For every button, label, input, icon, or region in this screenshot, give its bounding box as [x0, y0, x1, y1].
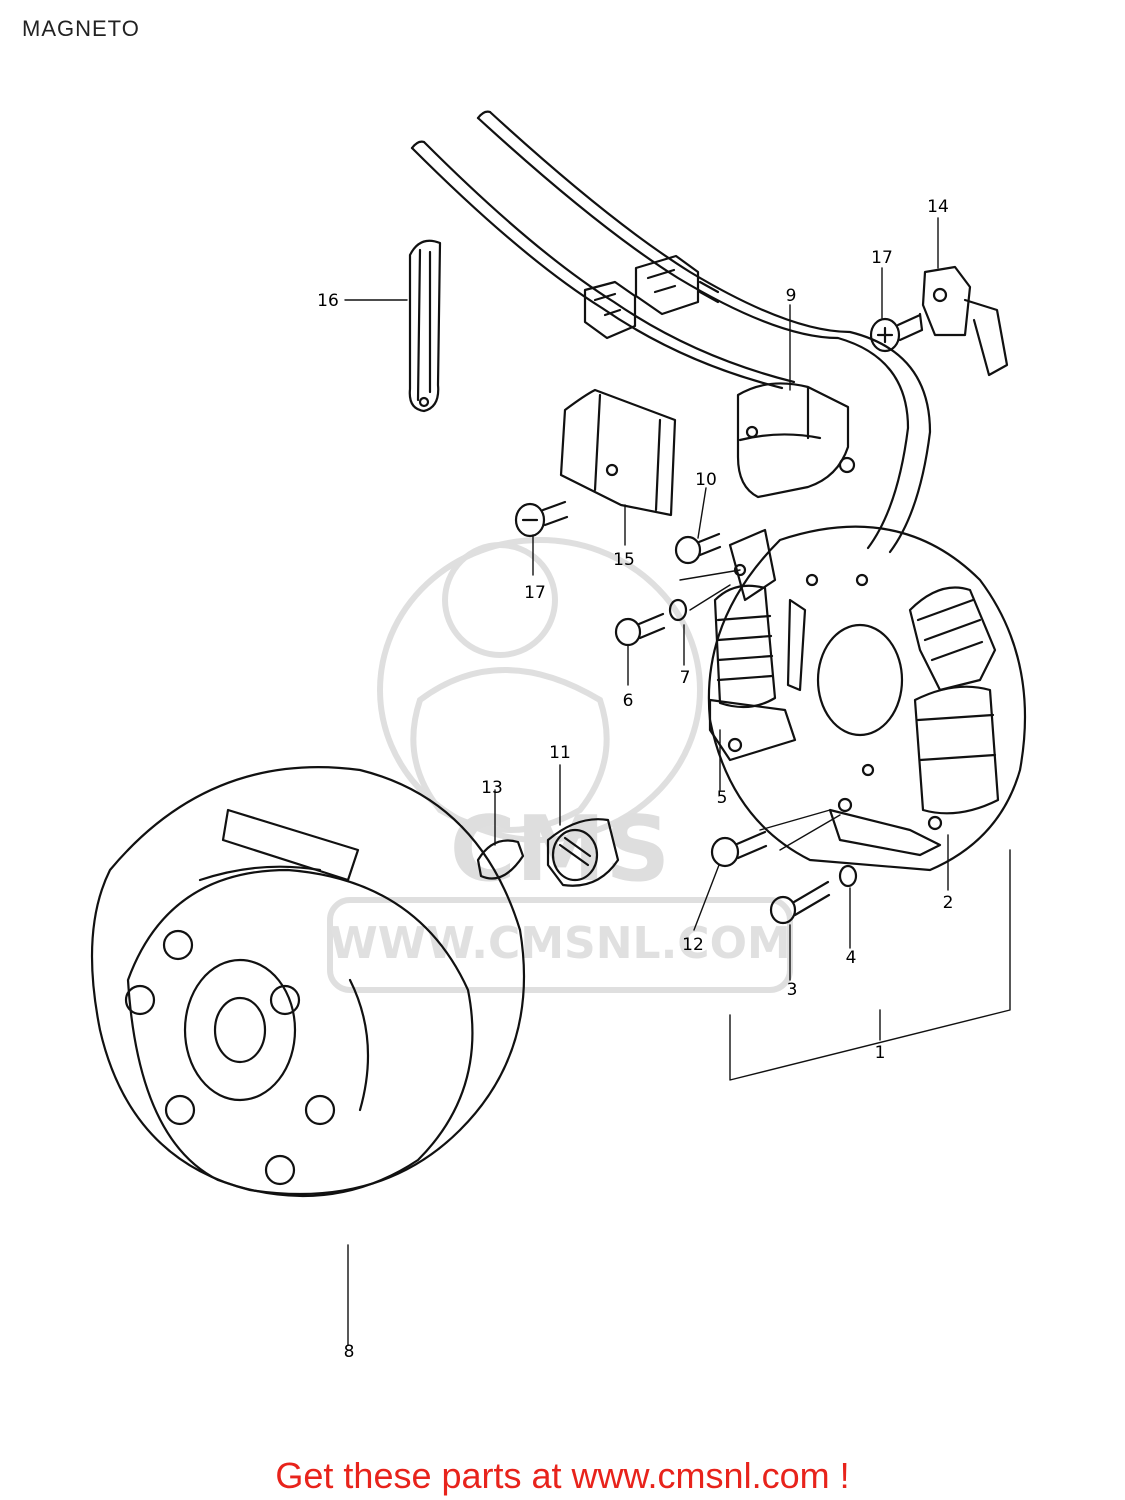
screw	[614, 612, 666, 647]
callout-7: 7	[680, 668, 691, 688]
callout-15: 15	[613, 550, 635, 570]
screw	[710, 830, 768, 868]
cms-watermark-logo	[327, 537, 793, 993]
screw	[674, 532, 722, 565]
callout-5: 5	[717, 788, 728, 808]
bracket	[921, 265, 1009, 377]
callout-4: 4	[846, 948, 857, 968]
stator-plate	[707, 525, 1027, 872]
footer-link[interactable]: Get these parts at www.cmsnl.com !	[275, 1455, 850, 1496]
screw	[769, 880, 831, 925]
wire-clamp	[408, 239, 442, 413]
callout-3: 3	[787, 980, 798, 1000]
callout-17-left: 17	[524, 583, 546, 603]
watermark-url: WWW.CMSNL.COM	[329, 918, 791, 969]
charging-coil	[708, 528, 807, 762]
screw	[869, 312, 924, 353]
callout-8: 8	[344, 1342, 355, 1362]
callout-6: 6	[623, 691, 634, 711]
exciter-coil	[828, 586, 1000, 857]
callout-13: 13	[481, 778, 503, 798]
washer	[668, 598, 688, 622]
callout-10: 10	[695, 470, 717, 490]
flywheel-rotor	[90, 766, 526, 1198]
callout-11: 11	[549, 743, 571, 763]
wire-harness	[410, 110, 932, 554]
page-title: MAGNETO	[22, 16, 140, 41]
leader-lines	[344, 217, 1011, 1346]
callout-16: 16	[317, 291, 339, 311]
callout-12: 12	[682, 935, 704, 955]
lock-washer	[838, 864, 858, 888]
flywheel-nut	[546, 818, 620, 887]
callout-2: 2	[943, 893, 954, 913]
wire-connector	[583, 254, 720, 340]
callout-9: 9	[786, 286, 797, 306]
stator-cover	[559, 388, 677, 517]
magneto-exploded-diagram: CMS WWW.CMSNL.COM	[90, 110, 1027, 1362]
callout-17-top: 17	[871, 248, 893, 268]
screw	[514, 500, 569, 538]
callout-14: 14	[927, 197, 949, 217]
ignition-coil	[736, 382, 856, 499]
callout-labels: 1 2 3 4 5 6 7 8 9 10 11 12 13 14 15 16 1…	[317, 197, 953, 1362]
woodruff-key	[476, 839, 525, 880]
callout-1: 1	[875, 1043, 886, 1063]
